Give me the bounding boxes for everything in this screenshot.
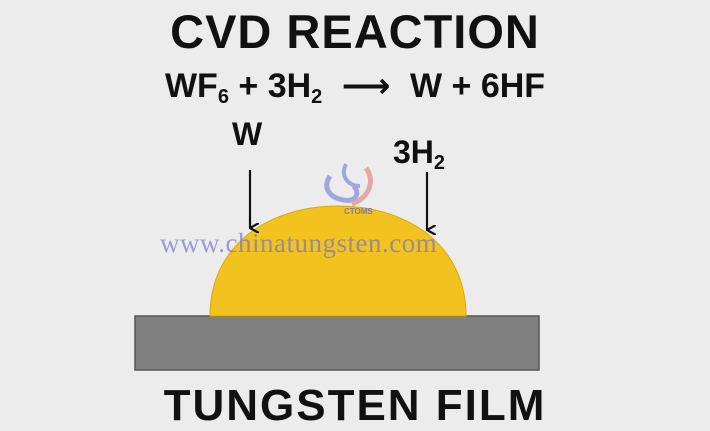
substrate bbox=[134, 315, 540, 371]
diagram-caption: TUNGSTEN FILM bbox=[163, 381, 547, 430]
watermark-logo-icon bbox=[324, 163, 373, 207]
reaction-arrow: ⟶ bbox=[341, 67, 391, 105]
reactant-h2: 3H2 bbox=[267, 67, 323, 108]
h2-arrow-label: 3H2 bbox=[393, 134, 446, 174]
plus-sign: + bbox=[238, 67, 259, 105]
product-w: W bbox=[409, 67, 443, 105]
watermark-brand: CTOMS bbox=[344, 207, 373, 216]
reaction-equation: WF6 + 3H2 ⟶ W + 6HF bbox=[0, 66, 710, 109]
w-arrow-label: W bbox=[232, 116, 263, 152]
product-hf: 6HF bbox=[480, 67, 546, 105]
plus-sign: + bbox=[451, 67, 472, 105]
reactant-wf6: WF6 bbox=[164, 67, 229, 108]
watermark-url: www.chinatungsten.com bbox=[160, 228, 438, 258]
tungsten-deposit-dome bbox=[209, 205, 467, 317]
diagram-title: CVD REACTION bbox=[170, 5, 540, 58]
